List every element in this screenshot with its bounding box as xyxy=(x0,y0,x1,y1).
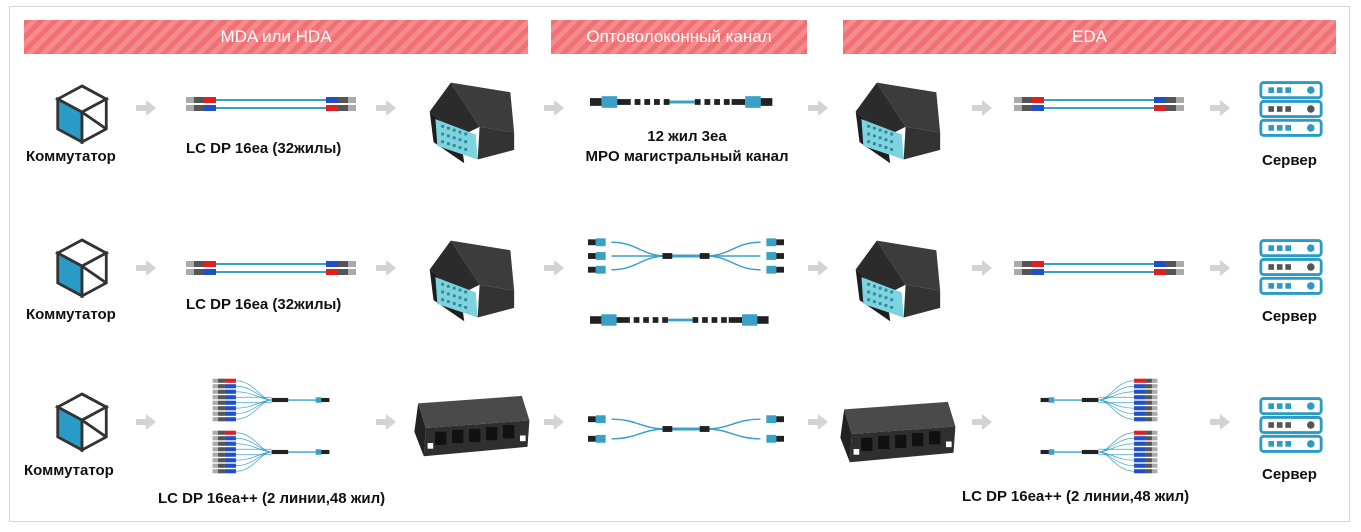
arrow-right-icon xyxy=(972,260,992,276)
server-rack-icon xyxy=(1259,81,1323,137)
server-label: Сервер xyxy=(1262,308,1317,325)
lc-duplex-cable-icon xyxy=(186,96,356,112)
server-label: Сервер xyxy=(1262,466,1317,483)
arrow-right-icon xyxy=(1210,414,1230,430)
arrow-right-icon xyxy=(808,414,828,430)
arrow-right-icon xyxy=(136,414,156,430)
mpo-cassette-icon xyxy=(855,82,941,164)
switch-cube-icon xyxy=(56,238,108,298)
lc-breakout-cable-icon xyxy=(1039,430,1159,474)
header-eda: EDA xyxy=(843,20,1336,54)
arrow-right-icon xyxy=(376,100,396,116)
arrow-right-icon xyxy=(136,260,156,276)
lc-duplex-cable-icon xyxy=(186,260,356,276)
right-cable-label: LC DP 16ea++ (2 линии,48 жил) xyxy=(962,488,1190,505)
mpo-cassette-icon xyxy=(429,240,515,322)
switch-cube-icon xyxy=(56,84,108,144)
lc-duplex-cable-icon xyxy=(1014,96,1184,112)
header-mda: MDA или HDA xyxy=(24,20,528,54)
lc-breakout-cable-icon xyxy=(1039,378,1159,422)
left-cable-label: LC DP 16ea (32жилы) xyxy=(186,296,342,313)
mpo-trunk-cable-icon xyxy=(590,94,774,110)
arrow-right-icon xyxy=(1210,260,1230,276)
arrow-right-icon xyxy=(972,414,992,430)
arrow-right-icon xyxy=(376,260,396,276)
arrow-right-icon xyxy=(544,414,564,430)
lc-breakout-cable-icon xyxy=(211,430,331,474)
left-cable-label: LC DP 16ea++ (2 линии,48 жил) xyxy=(158,490,386,507)
lc-breakout-cable-icon xyxy=(211,378,331,422)
arrow-right-icon xyxy=(376,414,396,430)
arrow-right-icon xyxy=(136,100,156,116)
server-label: Сервер xyxy=(1262,152,1317,169)
switch-label: Коммутатор xyxy=(26,148,116,165)
arrow-right-icon xyxy=(808,100,828,116)
header-mda-label: MDA или HDA xyxy=(220,27,332,46)
switch-label: Коммутатор xyxy=(24,462,114,479)
header-eda-label: EDA xyxy=(1072,27,1107,46)
switch-cube-icon xyxy=(56,392,108,452)
mpo-trunk-cable-icon xyxy=(590,312,771,328)
mpo-cassette-icon xyxy=(855,240,941,322)
patch-panel-icon xyxy=(840,401,956,463)
trunk-label-type: MPO магистральный канал xyxy=(585,148,789,165)
lc-duplex-cable-icon xyxy=(1014,260,1184,276)
arrow-right-icon xyxy=(544,260,564,276)
left-cable-label: LC DP 16ea (32жилы) xyxy=(186,140,342,157)
arrow-right-icon xyxy=(972,100,992,116)
arrow-right-icon xyxy=(808,260,828,276)
arrow-right-icon xyxy=(544,100,564,116)
switch-label: Коммутатор xyxy=(26,306,116,323)
trunk-label-count: 12 жил 3ea xyxy=(647,128,727,145)
diagram-frame xyxy=(9,6,1350,522)
server-rack-icon xyxy=(1259,397,1323,453)
header-fiber: Оптоволоконный канал xyxy=(551,20,807,54)
mpo-fanout-cable-icon xyxy=(588,414,784,444)
mpo-fanout-cable-icon xyxy=(588,236,784,276)
mpo-cassette-icon xyxy=(429,82,515,164)
server-rack-icon xyxy=(1259,239,1323,295)
arrow-right-icon xyxy=(1210,100,1230,116)
header-fiber-label: Оптоволоконный канал xyxy=(586,27,772,46)
patch-panel-icon xyxy=(414,395,530,457)
